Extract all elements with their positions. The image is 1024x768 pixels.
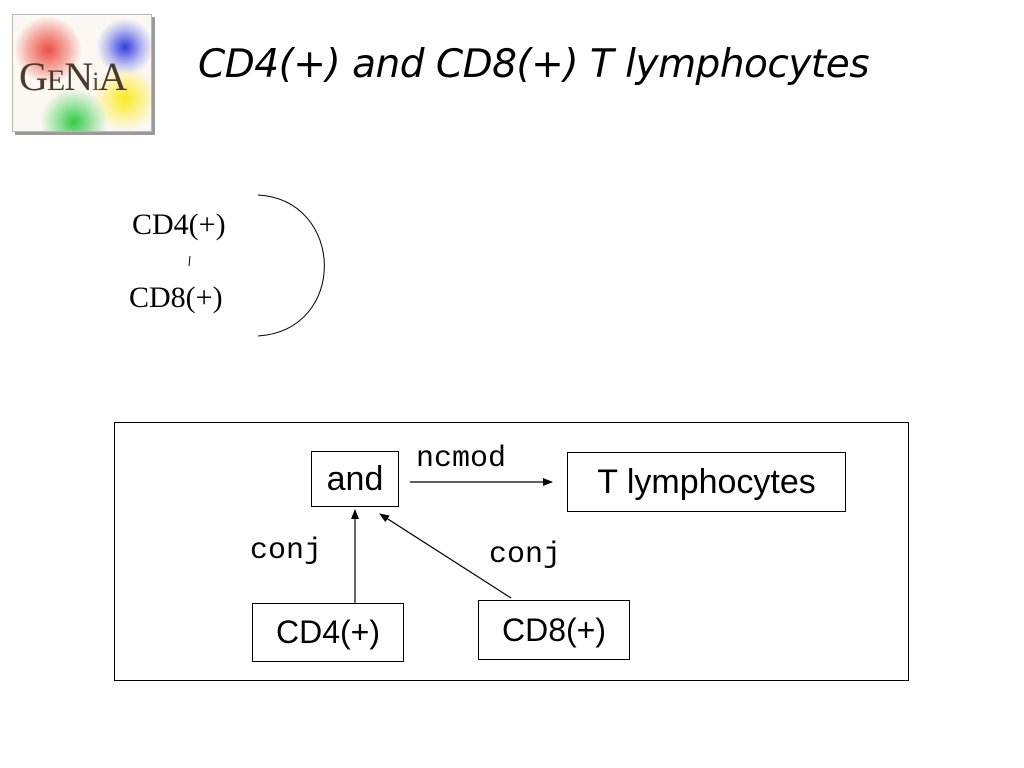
node-t-lymphocytes: T lymphocytes [567,452,846,512]
dependency-graph-panel [114,422,909,681]
logo-wordmark: GENiA [19,54,127,99]
coordination-tick [188,255,191,267]
edge-label-conj-right: conj [489,538,562,572]
node-cd8: CD8(+) [478,600,630,660]
genia-logo: GENiA [12,14,152,132]
edge-label-conj-left: conj [250,534,323,568]
edge-conj-right-line [379,513,512,599]
edge-label-ncmod: ncmod [416,442,507,476]
slide-title: CD4(+) and CD8(+) T lymphocytes [198,42,870,87]
node-cd4: CD4(+) [252,603,404,662]
phrase-bottom-term: CD8(+) [129,281,223,314]
logo-blue-blob [97,19,151,75]
coordination-arc [257,194,325,337]
logo-red-blob [15,17,81,83]
node-and: and [311,451,399,507]
phrase-top-term: CD4(+) [132,208,226,241]
